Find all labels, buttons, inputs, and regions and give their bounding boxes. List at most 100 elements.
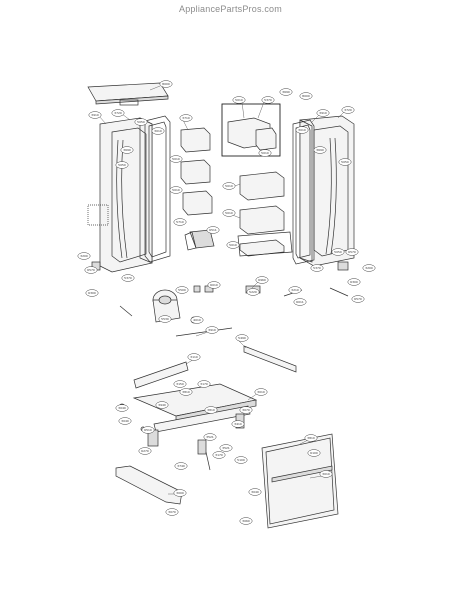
callout-c35: 6960 bbox=[255, 276, 269, 284]
callout-bubble bbox=[151, 127, 165, 135]
callout-c33: 3200 bbox=[362, 264, 376, 272]
callout-label: 5530 bbox=[161, 317, 169, 321]
callout-label: 5220 bbox=[249, 290, 257, 294]
callout-label: 5010 bbox=[225, 184, 233, 188]
callout-c68: 3040 bbox=[248, 488, 262, 496]
right-door bbox=[299, 115, 355, 267]
callout-label: 3410 bbox=[234, 422, 242, 426]
callout-bubble bbox=[254, 388, 268, 396]
callout-c1: 8000 bbox=[159, 80, 173, 88]
callout-bubble bbox=[134, 118, 148, 126]
callout-label: 4010 bbox=[193, 318, 201, 322]
callout-label: 5010 bbox=[235, 98, 243, 102]
callout-bubble bbox=[173, 380, 187, 388]
callout-c32: 6570 bbox=[345, 248, 359, 256]
callout-c56: 6510 bbox=[141, 426, 155, 434]
callout-bubble bbox=[234, 456, 248, 464]
callout-c66: 3000 bbox=[173, 489, 187, 497]
callout-label: 3210 bbox=[291, 288, 299, 292]
callout-label: 5010 bbox=[172, 157, 180, 161]
callout-c70: 3070 bbox=[165, 508, 179, 516]
callout-label: 5050 bbox=[137, 120, 145, 124]
callout-bubble bbox=[248, 488, 262, 496]
callout-c38: 6011 bbox=[293, 298, 307, 306]
callout-label: 3521 bbox=[222, 446, 230, 450]
callout-c7: 5050 bbox=[134, 118, 148, 126]
callout-label: 5710 bbox=[176, 220, 184, 224]
callout-bubble bbox=[255, 276, 269, 284]
callout-c48: 3170 bbox=[197, 380, 211, 388]
callout-bubble bbox=[219, 444, 233, 452]
callout-label: 3690 bbox=[282, 90, 290, 94]
callout-label: 5050 bbox=[118, 163, 126, 167]
callout-label: 3910 bbox=[208, 328, 216, 332]
callout-bubble bbox=[159, 80, 173, 88]
callout-label: 3940 bbox=[158, 403, 166, 407]
callout-c45: 5490 bbox=[235, 334, 249, 342]
callout-label: 3150 bbox=[176, 382, 184, 386]
callout-c15: 6300 bbox=[85, 289, 99, 297]
callout-label: 6570 bbox=[348, 250, 356, 254]
callout-label: 5010 bbox=[261, 151, 269, 155]
callout-c5: 3690 bbox=[120, 146, 134, 154]
callout-bubble bbox=[169, 155, 183, 163]
left-gasket bbox=[144, 115, 171, 263]
callout-c26: 3720 bbox=[341, 106, 355, 114]
callout-bubble bbox=[307, 449, 321, 457]
callout-label: 3810 bbox=[207, 408, 215, 412]
callout-bubble bbox=[187, 353, 201, 361]
callout-label: 5500 bbox=[178, 288, 186, 292]
callout-label: 3720 bbox=[344, 108, 352, 112]
callout-bubble bbox=[345, 248, 359, 256]
callout-c31: 5370 bbox=[310, 264, 324, 272]
door-bins-left bbox=[180, 127, 215, 251]
callout-label: 3010 bbox=[154, 129, 162, 133]
callout-c46: 3110 bbox=[187, 353, 201, 361]
water-tank bbox=[119, 289, 181, 323]
callout-c16: 5370 bbox=[121, 274, 135, 282]
callout-c19: 5010 bbox=[258, 149, 272, 157]
callout-bubble bbox=[173, 489, 187, 497]
callout-bubble bbox=[232, 96, 246, 104]
callout-c62: 3740 bbox=[174, 462, 188, 470]
callout-bubble bbox=[288, 286, 302, 294]
callout-c14: 6570 bbox=[84, 266, 98, 274]
callout-bubble bbox=[205, 326, 219, 334]
callout-c53: 3040 bbox=[118, 417, 132, 425]
callout-label: 3910 bbox=[319, 111, 327, 115]
callout-bubble bbox=[207, 281, 221, 289]
callout-label: 5370 bbox=[313, 266, 321, 270]
callout-bubble bbox=[319, 470, 333, 478]
callout-c65: 6100 bbox=[307, 449, 321, 457]
callout-c18: 5370 bbox=[261, 96, 275, 104]
callout-label: 6011 bbox=[296, 300, 304, 304]
callout-c57: 3521 bbox=[203, 433, 217, 441]
callout-c3: 3720 bbox=[111, 109, 125, 117]
callout-bubble bbox=[141, 426, 155, 434]
callout-bubble bbox=[212, 451, 226, 459]
callout-bubble bbox=[239, 406, 253, 414]
callout-label: 3720 bbox=[114, 111, 122, 115]
callout-c55: 3070 bbox=[239, 406, 253, 414]
callout-bubble bbox=[279, 88, 293, 96]
callout-bubble bbox=[222, 209, 236, 217]
callout-bubble bbox=[115, 404, 129, 412]
callout-bubble bbox=[155, 401, 169, 409]
callout-label: 3010 bbox=[257, 390, 265, 394]
callout-bubble bbox=[190, 316, 204, 324]
callout-bubble bbox=[111, 109, 125, 117]
callout-c37: 3210 bbox=[288, 286, 302, 294]
callout-c30: 5050 bbox=[331, 248, 345, 256]
callout-c6: 5050 bbox=[115, 161, 129, 169]
callout-label: 3040 bbox=[251, 490, 259, 494]
callout-c2: 3910 bbox=[88, 111, 102, 119]
callout-label: 5370 bbox=[264, 98, 272, 102]
callout-bubble bbox=[169, 186, 183, 194]
callout-bubble bbox=[235, 334, 249, 342]
callout-c41: 6010 bbox=[207, 281, 221, 289]
callout-c36: 5220 bbox=[246, 288, 260, 296]
callout-c34: 6300 bbox=[347, 278, 361, 286]
callout-c69: 3060 bbox=[239, 517, 253, 525]
callout-bubble bbox=[85, 289, 99, 297]
callout-bubble bbox=[204, 406, 218, 414]
